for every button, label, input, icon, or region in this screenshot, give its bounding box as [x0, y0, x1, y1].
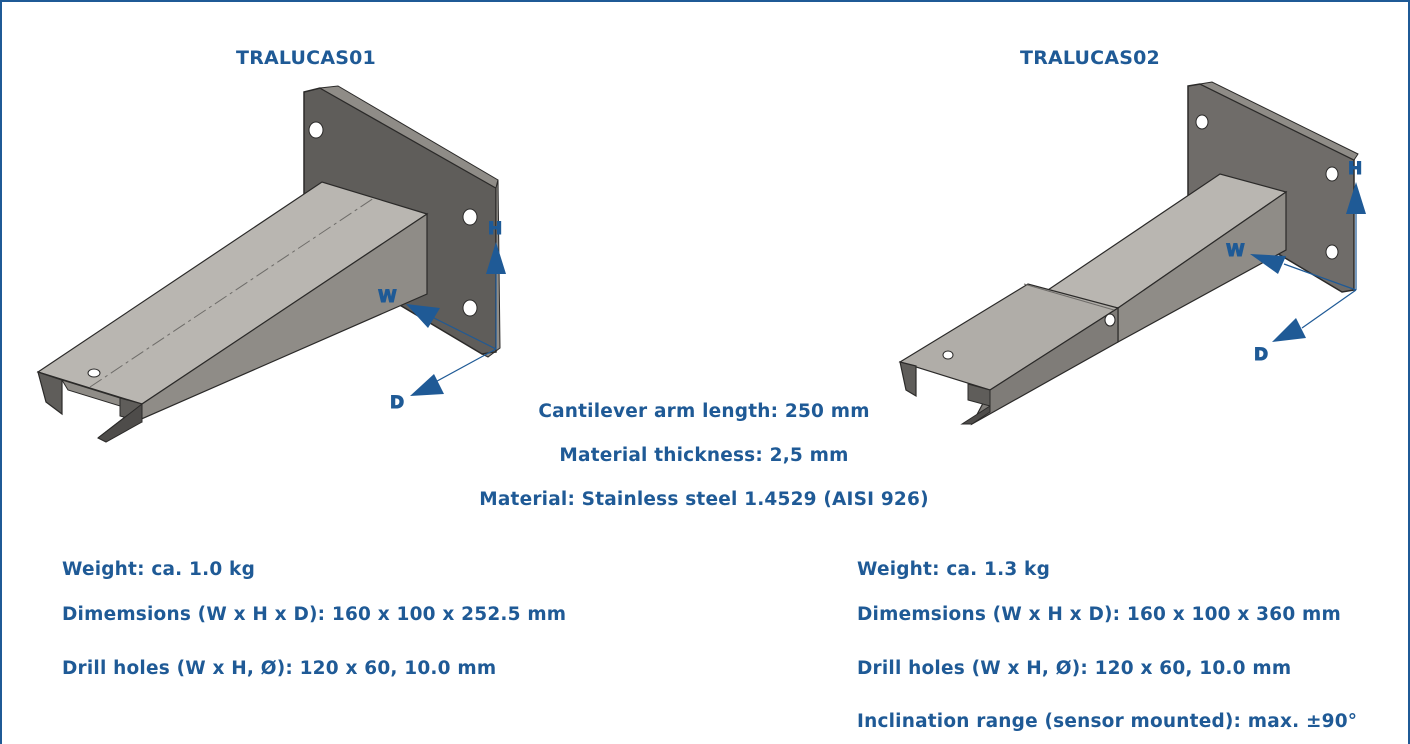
- arrow-down-left-icon: [1272, 318, 1306, 342]
- arrow-left-icon: [1250, 254, 1286, 274]
- bracket-tralucas01-image: [36, 85, 501, 443]
- spec-drill-holes-1: Drill holes (W x H, Ø): 120 x 60, 10.0 m…: [62, 658, 497, 679]
- product-title-tralucas01: TRALUCAS01: [236, 47, 376, 69]
- axis-label-w-2: W: [1226, 241, 1245, 261]
- arrow-left-icon: [406, 304, 440, 328]
- spec-drill-holes-2: Drill holes (W x H, Ø): 120 x 60, 10.0 m…: [857, 658, 1292, 679]
- spec-inclination-2: Inclination range (sensor mounted): max.…: [857, 711, 1358, 732]
- arrow-down-left-icon: [410, 374, 444, 396]
- arrow-up-icon: [486, 242, 506, 274]
- axis-label-d-2: D: [1254, 345, 1268, 365]
- spec-dimensions-1: Dimemsions (W x H x D): 160 x 100 x 252.…: [62, 604, 567, 625]
- axis-label-w-1: W: [378, 287, 397, 307]
- spec-arm-length: Cantilever arm length: 250 mm: [538, 401, 870, 422]
- dimension-arrows-tralucas01: H W D: [378, 219, 506, 414]
- spec-dimensions-2: Dimemsions (W x H x D): 160 x 100 x 360 …: [857, 604, 1341, 625]
- spec-weight-1: Weight: ca. 1.0 kg: [62, 559, 256, 580]
- arrow-up-icon: [1346, 182, 1366, 214]
- axis-label-h-1: H: [488, 219, 502, 239]
- bracket-tralucas02-image: [898, 81, 1359, 426]
- axis-label-d-1: D: [390, 393, 404, 413]
- spec-material: Material: Stainless steel 1.4529 (AISI 9…: [479, 489, 929, 510]
- product-title-tralucas02: TRALUCAS02: [1020, 47, 1160, 69]
- axis-label-h-2: H: [1348, 159, 1362, 179]
- spec-weight-2: Weight: ca. 1.3 kg: [857, 559, 1051, 580]
- spec-material-thickness: Material thickness: 2,5 mm: [559, 445, 849, 466]
- dimension-arrows-tralucas02: H W D: [1226, 159, 1366, 366]
